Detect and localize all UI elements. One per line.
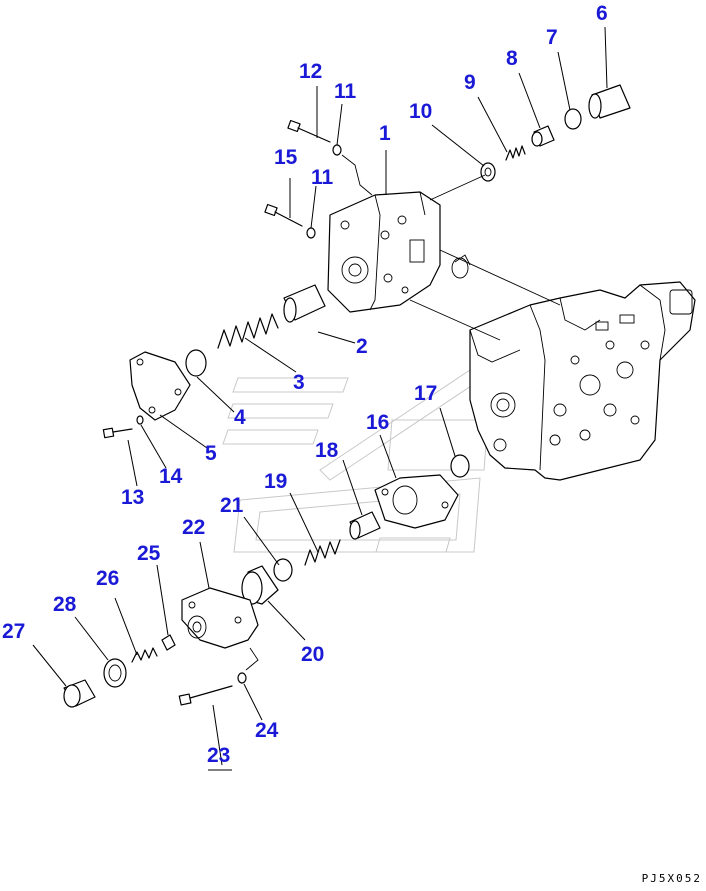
callout-15: 15 (274, 146, 298, 169)
alignment-line-a (439, 249, 561, 306)
alignment-line-c (454, 254, 471, 266)
o-ring-7 (564, 108, 582, 130)
callout-23: 23 (207, 744, 231, 767)
spring-9 (505, 145, 526, 161)
spring-19 (304, 539, 341, 566)
callout-9: 9 (464, 71, 476, 94)
callout-3: 3 (293, 371, 305, 394)
callout-6: 6 (596, 2, 608, 25)
callout-17: 17 (414, 382, 438, 405)
callout-10: 10 (409, 100, 433, 123)
valve-cover-1 (327, 191, 441, 313)
callout-19: 19 (264, 470, 288, 493)
flange-16 (374, 474, 459, 529)
bolt-23 (178, 685, 233, 706)
o-ring-4 (185, 349, 207, 377)
callout-18: 18 (315, 439, 339, 462)
bolt-12 (287, 119, 331, 143)
callout-1: 1 (379, 122, 391, 145)
callout-25: 25 (137, 542, 161, 565)
sleeve-6 (588, 84, 631, 119)
o-ring-17 (450, 454, 470, 478)
callout-22: 22 (182, 516, 206, 539)
washer-11-lower (306, 227, 316, 239)
callout-2: 2 (356, 335, 368, 358)
callout-5: 5 (205, 442, 217, 465)
callout-11-lower: 11 (311, 166, 334, 189)
callout-11-upper: 11 (334, 80, 357, 103)
bolt-13 (102, 427, 133, 439)
bolt-15 (264, 203, 303, 227)
callout-8: 8 (506, 47, 518, 70)
alignment-line-b (409, 299, 501, 341)
washer-14 (136, 415, 144, 425)
callout-16: 16 (366, 411, 390, 434)
o-ring-28 (103, 658, 127, 688)
spool-20 (241, 565, 279, 605)
plug-8 (531, 125, 555, 147)
sleeve-18 (349, 511, 381, 540)
callout-4: 4 (234, 406, 246, 429)
washer-24 (237, 672, 247, 684)
leader-lines (32, 26, 608, 771)
washer-11-upper (332, 144, 342, 156)
sleeve-2 (283, 284, 326, 323)
callout-14: 14 (159, 465, 183, 488)
plug-27 (63, 679, 96, 708)
fitting-25 (161, 634, 176, 651)
callout-12: 12 (299, 60, 323, 83)
callout-26: 26 (96, 567, 120, 590)
callout-20: 20 (301, 643, 325, 666)
cover-plate-5 (129, 351, 191, 421)
callout-21: 21 (220, 494, 244, 517)
spring-3 (217, 313, 279, 349)
callout-27: 27 (2, 620, 26, 643)
callout-28: 28 (53, 593, 77, 616)
callout-24: 24 (255, 719, 279, 742)
drawing-code: PJ5X052 (641, 872, 702, 885)
cover-plug (451, 257, 469, 279)
callout-13: 13 (121, 486, 145, 509)
valve-block-22 (181, 587, 259, 649)
spring-26 (131, 647, 158, 663)
washer-10 (480, 162, 496, 182)
callout-7: 7 (546, 26, 558, 49)
valve-body-main (469, 281, 696, 481)
